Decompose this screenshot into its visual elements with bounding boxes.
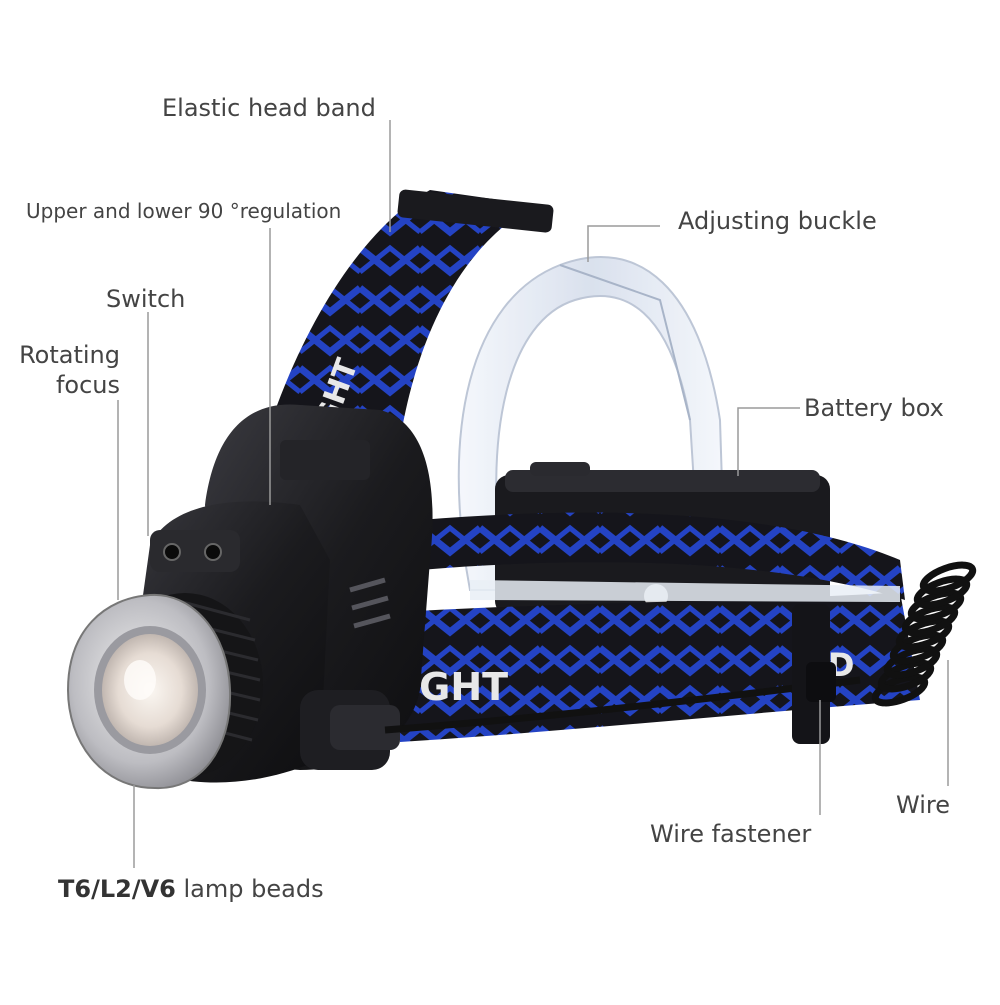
front-strap-print: IGHT bbox=[405, 665, 508, 709]
leader-battery bbox=[737, 407, 800, 476]
adjusting-buckle[interactable] bbox=[397, 189, 554, 233]
label-wire: Wire bbox=[896, 791, 950, 819]
label-wire-fastener: Wire fastener bbox=[650, 820, 812, 848]
leader-lines bbox=[117, 120, 949, 868]
label-lamp-beads-model: T6/L2/V6 bbox=[58, 875, 176, 903]
label-switch: Switch bbox=[106, 285, 186, 313]
label-rotating-focus-line2: focus bbox=[55, 371, 120, 399]
clear-top-strap bbox=[457, 256, 727, 591]
clear-strap-front bbox=[470, 580, 900, 602]
label-battery-box: Battery box bbox=[804, 394, 944, 422]
label-rotating-focus-line1: Rotating bbox=[19, 341, 120, 369]
label-lamp-beads: T6/L2/V6 lamp beads bbox=[58, 874, 324, 904]
label-upper-lower-regulation: Upper and lower 90 °regulation bbox=[26, 199, 342, 223]
rear-strap bbox=[420, 512, 905, 600]
label-lamp-beads-text: lamp beads bbox=[183, 875, 324, 903]
label-rotating-focus: Rotating focus bbox=[14, 340, 120, 400]
switch-button[interactable] bbox=[300, 690, 400, 770]
wire-fastener bbox=[792, 604, 836, 744]
lamp-lens bbox=[102, 634, 198, 746]
label-elastic-head-band: Elastic head band bbox=[162, 94, 376, 122]
leader-buckle bbox=[587, 225, 660, 262]
label-adjusting-buckle: Adjusting buckle bbox=[678, 207, 877, 235]
wire-coil-loop bbox=[919, 561, 977, 595]
